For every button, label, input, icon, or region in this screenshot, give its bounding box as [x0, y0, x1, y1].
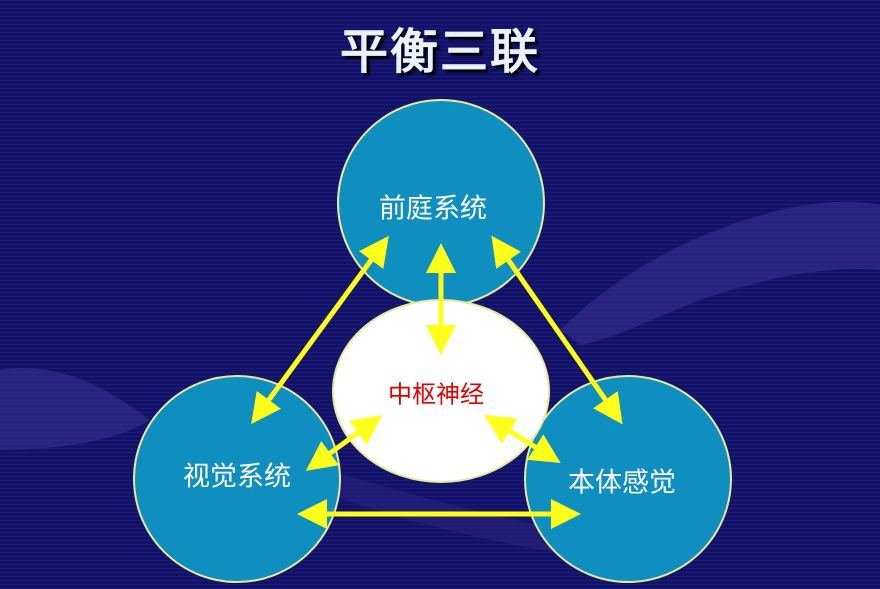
proprioception-circle — [524, 375, 732, 583]
background-hand-right — [560, 201, 880, 345]
central-label: 中枢神经 — [388, 380, 484, 409]
arrow-vestibular-visual — [251, 235, 389, 425]
arrow-vestibular-proprioception — [491, 235, 623, 425]
background-hand-left — [0, 368, 150, 450]
vestibular-label: 前庭系统 — [379, 193, 487, 225]
slide-title: 平衡三联 — [339, 24, 540, 80]
proprioception-label: 本体感觉 — [568, 467, 676, 499]
arrow-visual-central — [305, 415, 383, 471]
visual-circle — [133, 375, 341, 583]
arrow-proprioception-central — [484, 415, 561, 463]
visual-label: 视觉系统 — [183, 461, 291, 493]
